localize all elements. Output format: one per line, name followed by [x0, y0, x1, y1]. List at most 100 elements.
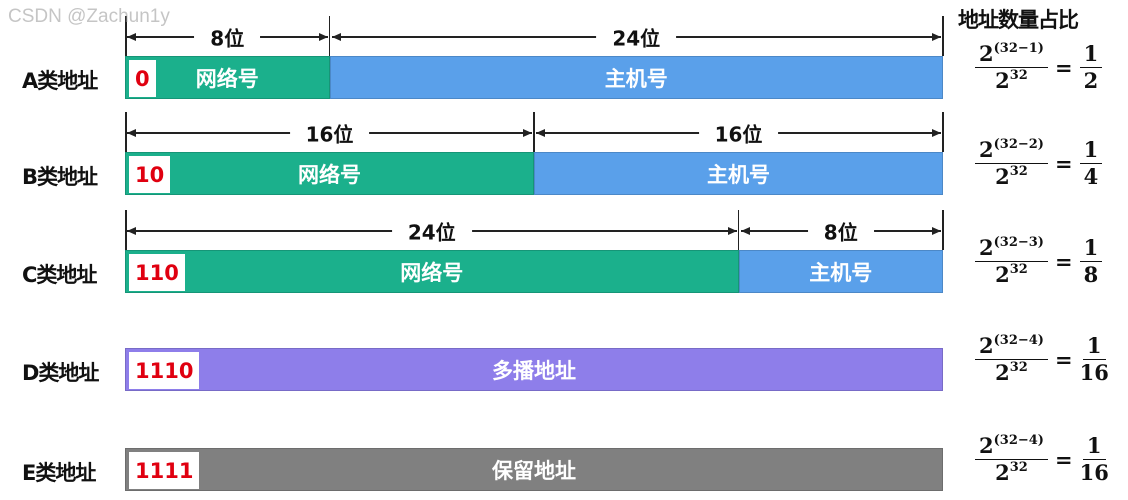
exponent: 32 — [1009, 360, 1028, 376]
class-prefix-bits: 110 — [129, 254, 185, 291]
base: 2 — [979, 433, 994, 458]
dimension-tick — [533, 112, 535, 152]
denominator: 232 — [995, 68, 1028, 92]
numerator: 2(32−3) — [975, 235, 1048, 263]
base: 2 — [995, 68, 1010, 94]
row-label-d: D类地址 — [22, 361, 99, 385]
denominator: 232 — [995, 360, 1028, 384]
exponent: (32−1) — [993, 41, 1044, 56]
power-fraction: 2(32−4)232 — [975, 434, 1048, 484]
numerator: 2(32−4) — [975, 333, 1048, 361]
arrow-left-icon — [740, 227, 750, 235]
bit-width-label: 16位 — [289, 118, 370, 148]
power-fraction: 2(32−4)232 — [975, 334, 1048, 384]
denominator: 232 — [995, 262, 1028, 286]
dimension-tick — [125, 16, 127, 56]
numerator: 2(32−1) — [975, 41, 1048, 69]
segment-label: 主机号 — [707, 162, 770, 187]
row-label-b: B类地址 — [22, 165, 98, 189]
equals-sign: = — [1054, 54, 1073, 80]
result-numerator: 1 — [1082, 334, 1106, 361]
base: 2 — [979, 137, 994, 162]
power-fraction: 2(32−3)232 — [975, 236, 1048, 286]
bit-width-label: 16位 — [698, 118, 779, 148]
arrow-right-icon — [727, 227, 737, 235]
equals-sign: = — [1054, 346, 1073, 372]
result-denominator: 4 — [1083, 164, 1099, 190]
class-prefix-bits: 1111 — [129, 452, 200, 489]
row-label-e: E类地址 — [22, 461, 96, 485]
dimension-tick — [942, 16, 944, 56]
result-numerator: 1 — [1082, 434, 1106, 461]
equals-sign: = — [1054, 446, 1073, 472]
segment-label: 主机号 — [604, 66, 668, 91]
result-denominator: 16 — [1079, 460, 1109, 486]
arrow-right-icon — [318, 33, 328, 41]
segment-a-0: 网络号 0 — [125, 56, 330, 99]
segment-label: 网络号 — [195, 66, 259, 91]
numerator: 2(32−4) — [975, 433, 1048, 461]
arrow-left-icon — [127, 129, 136, 137]
denominator: 232 — [995, 460, 1028, 484]
segment-label: 主机号 — [809, 260, 873, 285]
exponent: (32−4) — [993, 333, 1044, 348]
exponent: (32−4) — [993, 433, 1044, 448]
result-numerator: 1 — [1079, 236, 1103, 263]
base: 2 — [979, 235, 994, 260]
arrow-left-icon — [127, 227, 136, 235]
base: 2 — [995, 360, 1010, 386]
segment-d-0: 多播地址 1110 — [125, 348, 943, 391]
bit-width-label: 8位 — [807, 216, 874, 246]
segment-c-1: 主机号 — [738, 250, 943, 293]
arrow-left-icon — [127, 33, 136, 41]
dimension-tick — [125, 112, 127, 152]
numerator: 2(32−2) — [975, 137, 1048, 165]
segment-label: 网络号 — [298, 162, 361, 187]
result-numerator: 1 — [1079, 138, 1103, 165]
base: 2 — [979, 41, 994, 66]
segment-label: 网络号 — [400, 260, 464, 285]
ratio-column-heading: 地址数量占比 — [958, 8, 1079, 32]
exponent: (32−3) — [993, 235, 1044, 250]
arrow-right-icon — [932, 33, 941, 41]
power-fraction: 2(32−1)232 — [975, 42, 1048, 92]
bit-width-label: 24位 — [391, 216, 472, 246]
class-prefix-bits: 10 — [129, 156, 171, 193]
equals-sign: = — [1054, 248, 1073, 274]
power-fraction: 2(32−2)232 — [975, 138, 1048, 188]
arrow-left-icon — [536, 129, 545, 137]
arrow-right-icon — [932, 129, 941, 137]
exponent: 32 — [1009, 262, 1028, 278]
arrow-right-icon — [523, 129, 532, 137]
exponent: 32 — [1009, 460, 1028, 476]
exponent: 32 — [1009, 164, 1028, 180]
dimension-tick — [942, 210, 944, 250]
class-prefix-bits: 1110 — [129, 352, 200, 389]
segment-a-1: 主机号 — [329, 56, 943, 99]
dimension-tick — [125, 210, 127, 250]
result-numerator: 1 — [1079, 42, 1103, 69]
bit-width-label: 24位 — [596, 22, 677, 52]
segment-b-0: 网络号 10 — [125, 152, 534, 195]
dimension-tick — [328, 16, 330, 56]
class-prefix-bits: 0 — [129, 60, 156, 97]
arrow-left-icon — [331, 33, 341, 41]
base: 2 — [995, 460, 1010, 486]
segment-label: 保留地址 — [492, 458, 576, 483]
result-denominator: 16 — [1079, 360, 1109, 386]
dimension-tick — [942, 112, 944, 152]
exponent: (32−2) — [993, 137, 1044, 152]
watermark: CSDN @Zachun1y — [8, 6, 170, 27]
segment-label: 多播地址 — [492, 358, 576, 383]
base: 2 — [995, 262, 1010, 288]
denominator: 232 — [995, 164, 1028, 188]
